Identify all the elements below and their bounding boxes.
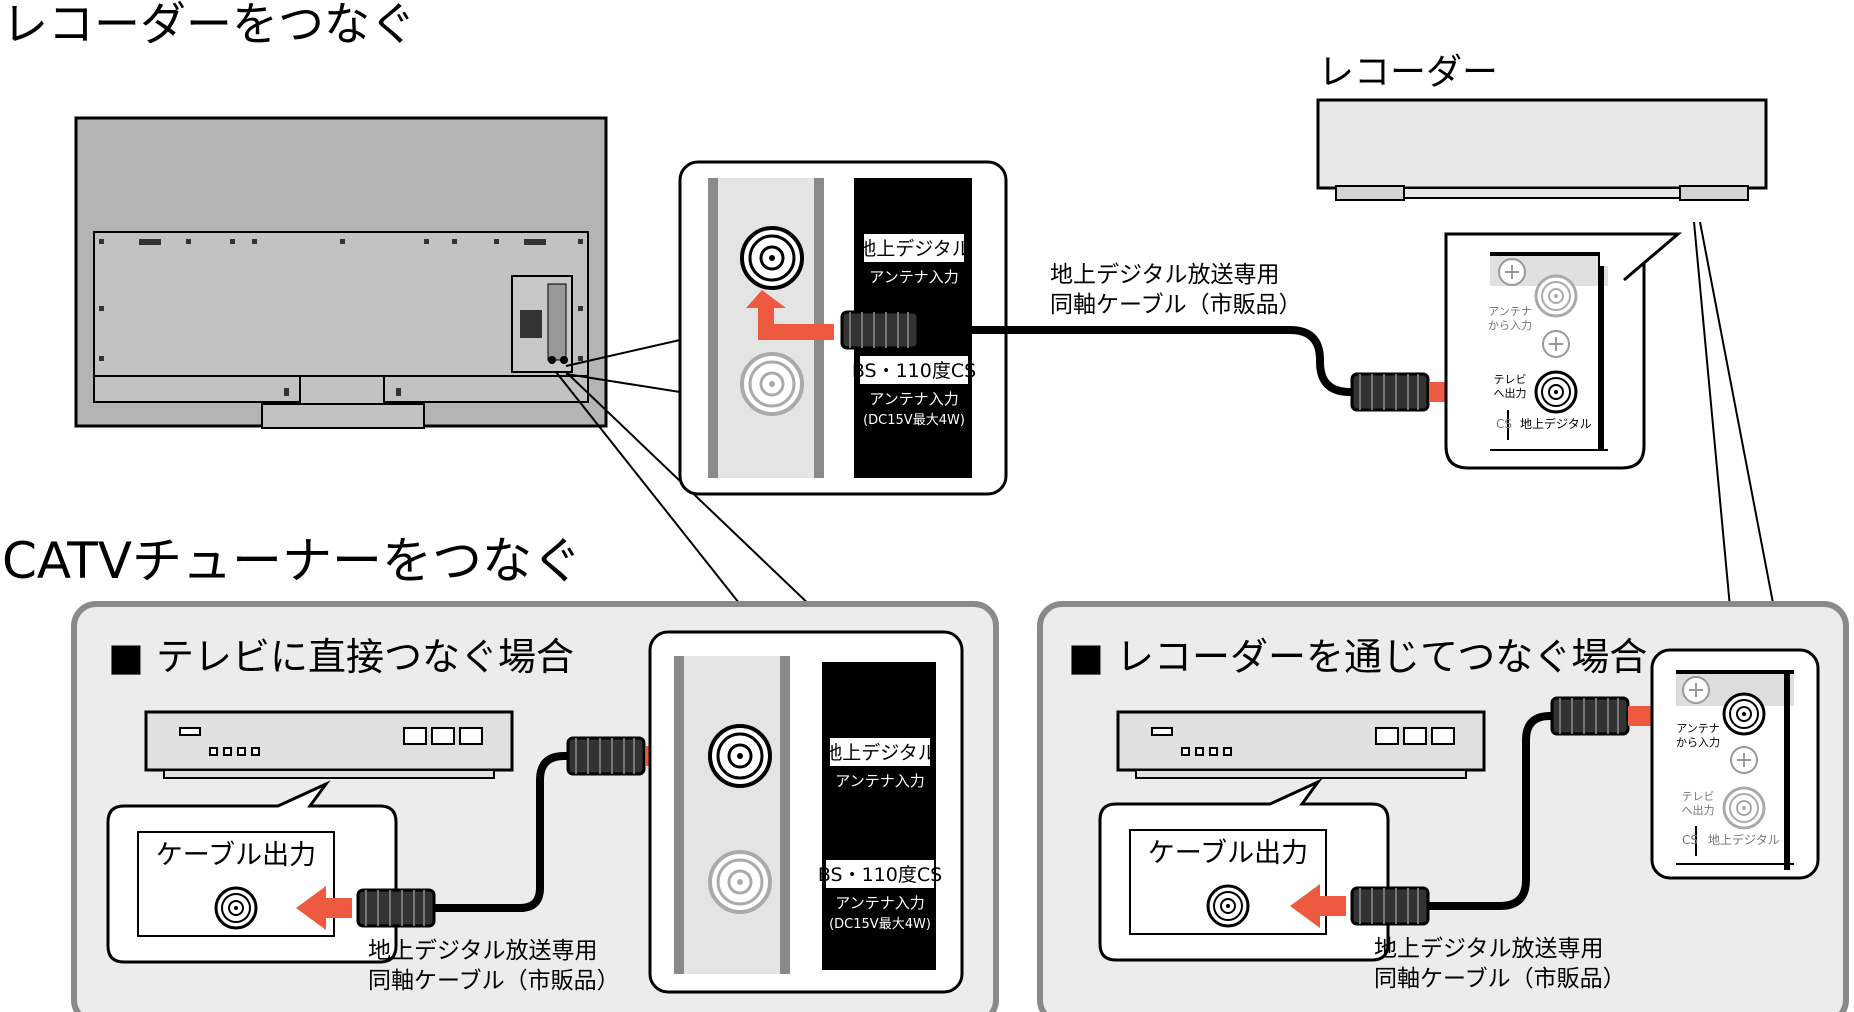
recorder-callout-tail: [1622, 232, 1683, 282]
tv-to-lower-panel-callout: [555, 371, 839, 633]
box-via-recorder-title: ■ レコーダーを通じてつなぐ場合: [1068, 635, 1647, 679]
lower-right-cable-label-1: 地上デジタル放送専用: [1374, 936, 1604, 962]
lower-right-cable-label-2: 同軸ケーブル（市販品）: [1374, 966, 1626, 992]
upper-cable-plug-left: [840, 310, 920, 350]
cable-output-jack-icon-left: [214, 886, 258, 930]
lower-label-terrestrial: 地上デジタル: [823, 742, 937, 764]
arrow-out-left-icon: [296, 886, 352, 930]
recorder-antenna-in-label-2: から入力: [1488, 319, 1532, 332]
lower-recorder-antenna-in-jack-icon[interactable]: [1722, 692, 1766, 736]
terrestrial-antenna-jack-icon[interactable]: [740, 226, 804, 290]
lower-left-cable: [434, 752, 578, 912]
upper-cable-plug-right: [1350, 372, 1430, 412]
arrow-out-right-icon: [1290, 884, 1346, 928]
tv-to-panel-callout: [565, 339, 681, 393]
recorder-to-lower-callout: [1693, 221, 1783, 651]
lower-label-terrestrial-sub: アンテナ入力: [835, 772, 924, 790]
label-bs-sub: アンテナ入力: [869, 390, 958, 408]
cable-output-label-left: ケーブル出力: [156, 840, 316, 871]
box-via-recorder: ■ レコーダーを通じてつなぐ場合 ケーブル出力 地上デジタル放送専用 同軸ケーブ…: [1037, 601, 1849, 1012]
recorder-tv-out-jack-icon: [1534, 370, 1578, 414]
lower-left-plug-top: [566, 736, 646, 776]
lower-left-cable-label-1: 地上デジタル放送専用: [368, 938, 598, 964]
box-direct-title: ■ テレビに直接つなぐ場合: [108, 635, 574, 679]
upper-cable: [918, 326, 1362, 396]
lower-right-plug-bottom: [1350, 886, 1430, 926]
lower-recorder-tv-out-label-2: へ出力: [1682, 803, 1715, 817]
lower-label-bs: BS・110度CS: [818, 864, 942, 886]
recorder-terminal-panel: アンテナ から入力 テレビ へ出力 CS 地上デジタル: [1444, 232, 1646, 470]
upper-cable-label-1: 地上デジタル放送専用: [1050, 262, 1280, 288]
recorder-terrestrial-label: 地上デジタル: [1520, 416, 1592, 431]
recorder-terminal-panel-lower: アンテナ から入力 テレビ へ出力 CS 地上デジタル: [1650, 648, 1820, 880]
recorder-tv-out-label-1: テレビ: [1494, 373, 1527, 386]
lower-recorder-cs-label: CS: [1682, 833, 1698, 847]
recorder-antenna-in-label-1: アンテナ: [1488, 305, 1532, 318]
lower-terrestrial-jack-icon[interactable]: [708, 724, 772, 788]
recorder-illustration: [1316, 98, 1768, 201]
label-terrestrial-sub: アンテナ入力: [869, 268, 958, 286]
tv-back-illustration: [74, 116, 608, 429]
label-terrestrial: 地上デジタル: [857, 238, 971, 260]
heading-recorder: レコーダーをつなぐ: [2, 0, 416, 51]
cable-output-label-right: ケーブル出力: [1148, 838, 1308, 869]
lower-label-bs-sub2: (DC15V最大4W): [829, 917, 931, 932]
bs-antenna-jack-icon[interactable]: [740, 352, 804, 416]
recorder-label: レコーダー: [1318, 52, 1498, 93]
lower-right-plug-top: [1550, 696, 1630, 736]
tv-terminal-panel-lower: 地上デジタル アンテナ入力 BS・110度CS アンテナ入力 (DC15V最大4…: [648, 630, 964, 994]
lower-left-cable-label-2: 同軸ケーブル（市販品）: [368, 968, 620, 994]
lower-recorder-antenna-in-label-1: アンテナ: [1676, 722, 1720, 735]
arrow-up-into-jack-icon: [746, 290, 834, 340]
catv-tuner-illustration-left: [144, 710, 514, 779]
lower-left-plug-bottom: [356, 888, 436, 928]
catv-tuner-illustration-right: [1116, 710, 1486, 779]
heading-catv: CATVチューナーをつなぐ: [2, 532, 582, 590]
lower-bs-jack-icon[interactable]: [708, 850, 772, 914]
lower-recorder-terrestrial-label: 地上デジタル: [1708, 832, 1780, 847]
upper-cable-label-2: 同軸ケーブル（市販品）: [1050, 292, 1302, 318]
box-direct-connection: ■ テレビに直接つなぐ場合 ケーブル出力 地上デジタル放送専用 同軸ケーブル（市…: [71, 601, 999, 1012]
label-bs-sub2: (DC15V最大4W): [863, 413, 965, 428]
lower-label-bs-sub: アンテナ入力: [835, 894, 924, 912]
recorder-cs-label: CS: [1496, 417, 1512, 431]
lower-right-cable: [1428, 712, 1562, 910]
lower-recorder-antenna-in-label-2: から入力: [1676, 736, 1720, 749]
lower-recorder-tv-out-jack-icon: [1722, 786, 1766, 830]
cable-output-jack-icon-right: [1206, 884, 1250, 928]
recorder-tv-out-label-2: へ出力: [1494, 386, 1527, 400]
lower-recorder-tv-out-label-1: テレビ: [1682, 790, 1715, 803]
label-bs: BS・110度CS: [852, 360, 976, 382]
recorder-antenna-in-jack-icon: [1534, 274, 1578, 318]
